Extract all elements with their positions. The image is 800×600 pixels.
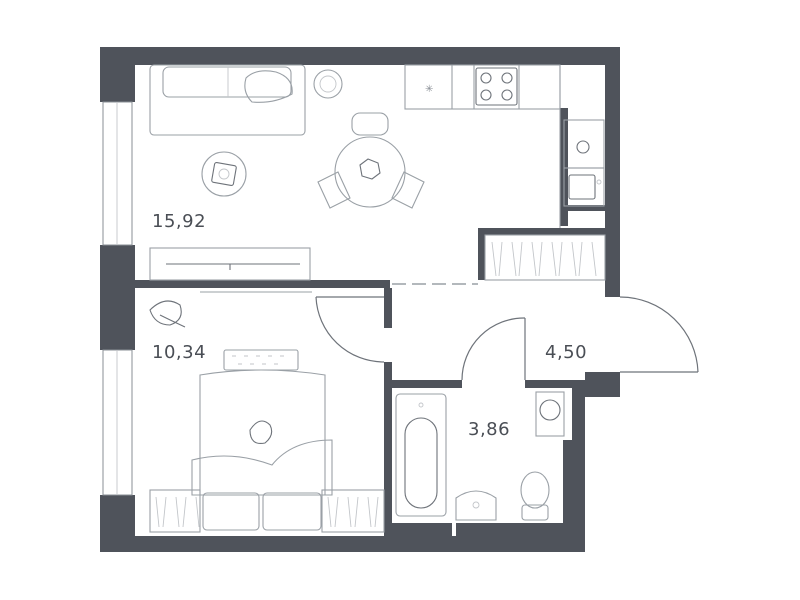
tv-stand-icon xyxy=(149,247,311,281)
bathtub-icon xyxy=(395,393,447,517)
sink-icon xyxy=(455,490,497,521)
dining-table-icon xyxy=(317,112,425,209)
area-label-bathroom: 3,86 xyxy=(468,419,510,440)
svg-text:✳: ✳ xyxy=(425,84,433,95)
walls xyxy=(100,47,620,552)
stove-icon xyxy=(475,67,518,106)
area-label-bedroom: 10,34 xyxy=(152,342,206,363)
area-label-living-room: 15,92 xyxy=(152,211,206,232)
bedroom-wardrobe-icon xyxy=(149,489,385,533)
plant-icon xyxy=(149,300,186,328)
toilet-icon xyxy=(520,471,550,521)
floor-plant-icon xyxy=(313,69,343,99)
coffee-table-icon xyxy=(201,151,247,197)
doors xyxy=(315,296,699,381)
bathroom-fixtures xyxy=(395,391,565,521)
kitchen-counter-icon: ✳ xyxy=(404,64,561,228)
area-label-hallway: 4,50 xyxy=(545,342,587,363)
windows xyxy=(102,101,133,496)
sofa-icon xyxy=(149,64,306,136)
living-room-furniture: ✳ xyxy=(149,64,605,281)
kitchen-sink-icon xyxy=(563,119,605,207)
washing-machine-icon xyxy=(535,391,565,437)
bedroom-furniture xyxy=(149,291,385,533)
bench-icon xyxy=(223,349,299,371)
wardrobe-icon xyxy=(484,234,606,281)
bed-icon xyxy=(191,369,333,531)
